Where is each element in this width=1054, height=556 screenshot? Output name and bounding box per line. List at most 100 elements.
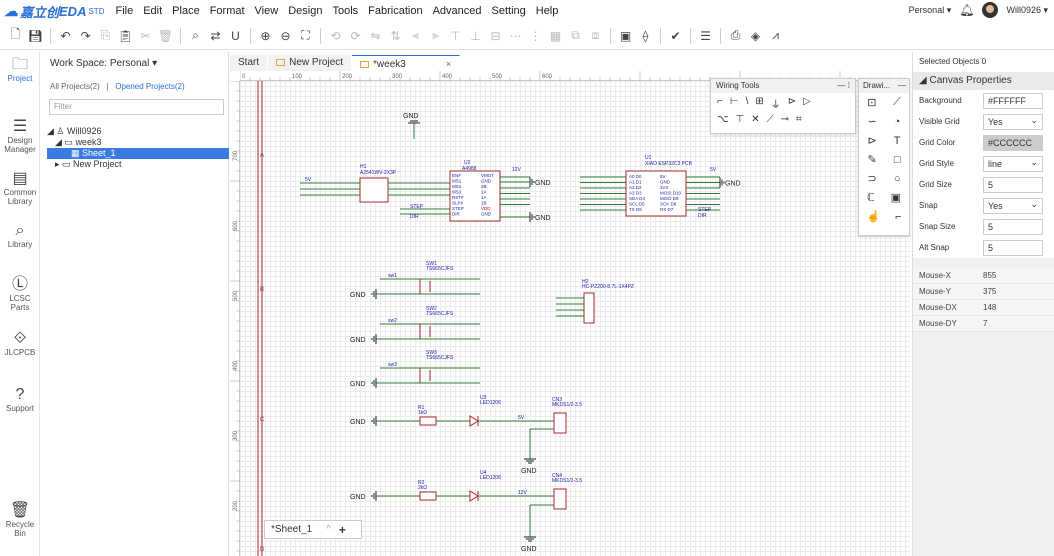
avatar[interactable] [982,2,999,18]
zoom-out-icon[interactable]: ⊖ [280,28,291,43]
distribute-v-icon[interactable]: ⋮ [529,28,542,43]
canvas-properties-header[interactable]: ◢ Canvas Properties [913,72,1054,90]
minimize-icon[interactable]: — ⁞ [837,81,850,90]
drawing-tool-icon[interactable]: ⟋ [893,96,901,108]
drawing-tool-icon[interactable]: ☝ [866,211,881,223]
fit-view-icon[interactable]: ⛶ [301,28,310,42]
wiring-tool-icon[interactable]: ⊳ [787,96,797,107]
tree-item[interactable]: ◢ ▭ week3 [47,137,229,148]
property-value[interactable]: #FFFFFF [983,92,1043,109]
menu-item-file[interactable]: File [115,5,134,17]
zoom-in-icon[interactable]: ⊕ [260,28,271,43]
property-value[interactable]: 5 [983,239,1043,256]
wiring-tool-icon[interactable]: ⊸ [780,114,790,125]
rotate-left-icon[interactable]: ⟲ [330,28,341,43]
app-logo[interactable]: ☁ 嘉立创 EDA STD [4,2,104,21]
bell-icon[interactable]: 🔔︎ [959,3,975,17]
tab-start[interactable]: Start [230,55,269,71]
wiring-tool-icon[interactable]: ⌥ [717,114,729,125]
design-check-icon[interactable]: ✔ [670,28,681,43]
grid-align-icon[interactable]: ▦ [549,28,562,43]
property-value[interactable]: Yes [983,197,1043,214]
property-value[interactable]: line [983,155,1043,172]
workspace-selector[interactable]: Work Space: Personal ▾ [50,58,158,69]
sidebar-item-jlcpcb[interactable]: ⟐JLCPCB [0,330,40,357]
property-value[interactable]: 5 [983,176,1043,193]
convert-pcb-icon[interactable]: ⟠ [642,28,649,43]
export-image-icon[interactable]: ⎙ [730,28,741,42]
wiring-tool-icon[interactable]: ⊤ [735,114,745,125]
save-icon[interactable]: 💾︎ [27,28,44,43]
wiring-tool-icon[interactable]: \ [745,96,749,107]
tree-item[interactable]: ◢ ♙ Will0926 [47,126,229,137]
wiring-tool-icon[interactable]: ⊞ [755,96,764,107]
add-sheet-icon[interactable]: + [338,522,346,537]
property-value[interactable]: Yes [983,113,1043,130]
menu-item-format[interactable]: Format [209,5,245,17]
menu-item-help[interactable]: Help [535,5,559,17]
user-dropdown[interactable]: Will0926 ▾ [1006,4,1048,15]
drawing-tool-icon[interactable]: ℂ [866,192,875,204]
drawing-tool-icon[interactable]: ⊃ [867,173,877,185]
opened-projects-link[interactable]: Opened Projects(2) [115,82,185,91]
search-icon[interactable]: ⌕ [192,28,199,42]
flip-v-icon[interactable]: ⇅ [390,28,401,43]
tab-newproject[interactable]: New Project [268,55,353,71]
drawing-tool-icon[interactable]: ▣ [890,192,902,204]
sidebar-item-project[interactable]: 🗀Project [0,56,40,83]
wiring-tool-icon[interactable]: ⌗ [796,114,802,125]
wiring-tool-icon[interactable]: ⏚ [770,100,781,111]
menu-item-fabrication[interactable]: Fabrication [368,5,423,17]
drawing-tool-icon[interactable]: ⊡ [867,97,877,109]
drawing-tool-icon[interactable]: ✎ [867,154,877,166]
schematic-drawing[interactable]: ABCDGNDH1A2541WV-2X3P5VU2A4988EN#MS1MS2M… [240,81,910,556]
menu-item-edit[interactable]: Edit [143,5,163,17]
wiring-tool-icon[interactable]: ⌐ [717,96,723,107]
delete-icon[interactable]: 🗑︎ [157,28,174,43]
new-file-icon[interactable]: 🗋 [10,27,21,41]
wiring-tool-icon[interactable]: ✕ [751,114,760,125]
close-icon[interactable]: ^ [326,524,331,535]
property-value[interactable]: #CCCCCC [983,134,1043,151]
find-replace-icon[interactable]: ⇄ [210,28,221,43]
drawing-tool-icon[interactable]: □ [893,153,901,166]
menu-item-advanced[interactable]: Advanced [432,5,482,17]
sidebar-item-design-manager[interactable]: ☰Design Manager [0,118,40,154]
sheet-tab-label[interactable]: *Sheet_1 [271,524,313,535]
menu-item-view[interactable]: View [254,5,279,17]
align-center-icon[interactable]: ⊟ [490,28,501,43]
menu-item-place[interactable]: Place [172,5,200,17]
redo-icon[interactable]: ↷ [80,28,91,43]
copy-icon[interactable]: ⎘ [100,28,111,42]
all-projects-link[interactable]: All Projects(2) [50,82,100,91]
menu-item-design[interactable]: Design [288,5,323,17]
workspace-dropdown[interactable]: Personal ▾ [908,4,952,15]
align-top-icon[interactable]: ⊤ [450,28,461,43]
sidebar-item-common-library[interactable]: ▤Common Library [0,170,40,206]
tree-item[interactable]: ▦ Sheet_1 [47,148,229,159]
tab-week3[interactable]: *week3× [352,55,461,71]
property-value[interactable]: 5 [983,218,1043,235]
align-left-icon[interactable]: ⫷ [412,28,419,42]
drawing-tool-icon[interactable]: ∽ [867,116,877,128]
drawing-tool-icon[interactable]: T [893,134,901,147]
flip-h-icon[interactable]: ⇋ [370,28,381,43]
menu-item-setting[interactable]: Setting [491,5,526,17]
wiring-tool-icon[interactable]: ▷ [803,96,811,107]
layers-icon[interactable]: ◈ [750,28,761,43]
filter-input[interactable]: Filter [49,99,224,115]
distribute-h-icon[interactable]: ⋯ [509,28,522,43]
bom-icon[interactable]: ☰ [700,28,711,43]
rotate-right-icon[interactable]: ⟳ [350,28,361,43]
drawing-tool-icon[interactable]: ⊳ [867,135,877,147]
drawing-tool-icon[interactable]: ◔ [893,115,901,128]
sidebar-item-support[interactable]: ?Support [0,386,40,413]
tree-item[interactable]: ▸ ▭ New Project [47,159,229,170]
drawing-tool-icon[interactable]: ⌐ [895,210,902,223]
align-bottom-icon[interactable]: ⊥ [470,28,481,43]
sidebar-item-recycle-bin[interactable]: 🗑Recycle Bin [0,502,40,538]
sidebar-item-library[interactable]: ⌕Library [0,222,40,249]
align-right-icon[interactable]: ⫸ [432,28,439,42]
